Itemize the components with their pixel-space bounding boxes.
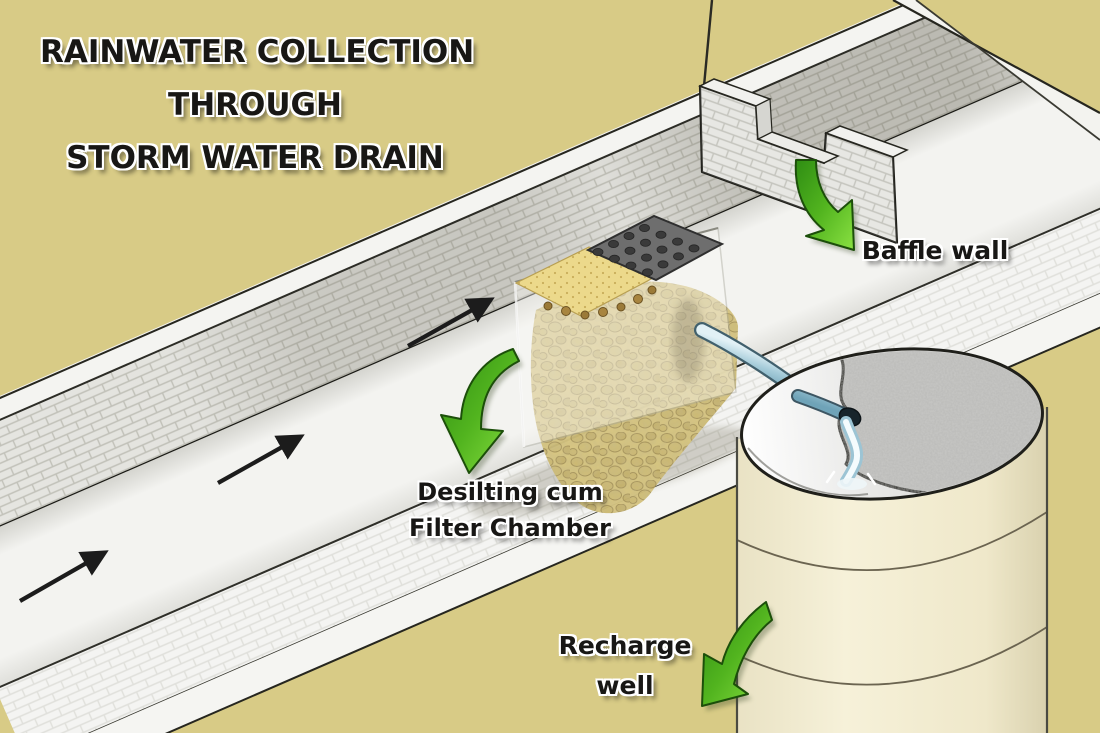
- green-arrow-chamber-icon: [440, 348, 523, 478]
- flow-arrows: [18, 297, 495, 603]
- recharge-well: [735, 345, 1049, 733]
- far-wall-top: [0, 0, 1100, 467]
- flow-arrow: [18, 550, 109, 603]
- desilting-filter-chamber: [469, 214, 751, 518]
- green-arrow-well-icon: [701, 601, 776, 711]
- drain-far-end: [702, 0, 1100, 141]
- flow-arrow: [216, 434, 305, 485]
- well-ring-joint: [736, 511, 1048, 572]
- near-wall-brick-face: [0, 42, 1100, 733]
- well-ring-joint: [736, 626, 1048, 686]
- water-splash: [837, 478, 867, 490]
- chamber-grating: [585, 214, 725, 282]
- green-arrow-baffle-icon: [794, 159, 858, 255]
- flow-arrow: [406, 297, 495, 348]
- chamber-pebbles: [543, 285, 657, 320]
- pipe-outlet-inside-well: [791, 389, 877, 490]
